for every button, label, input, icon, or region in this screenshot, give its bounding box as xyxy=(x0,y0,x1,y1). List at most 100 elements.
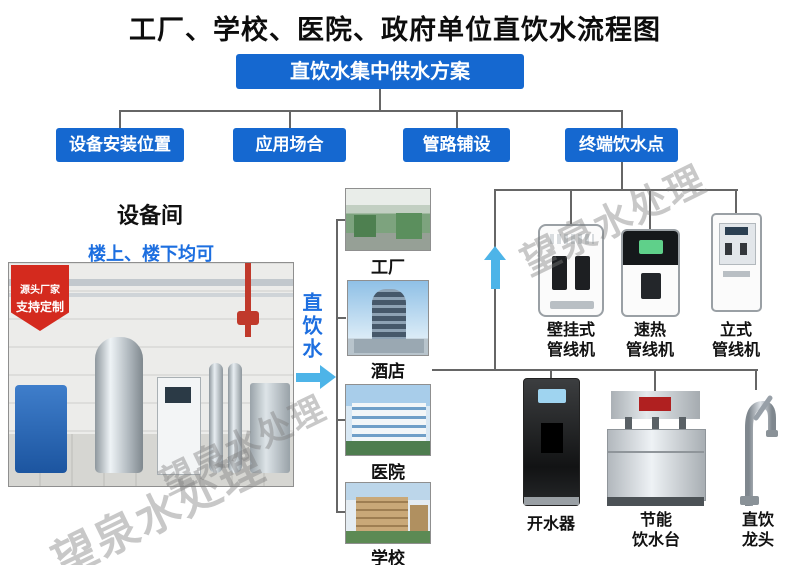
connector-line xyxy=(735,191,737,213)
tray-detail xyxy=(723,271,750,277)
application-label-factory: 工厂 xyxy=(371,258,405,278)
pump-unit-detail xyxy=(15,385,67,473)
tap-detail xyxy=(740,243,747,255)
tray-detail xyxy=(550,301,594,309)
tank-detail xyxy=(250,383,290,473)
base-detail xyxy=(524,497,579,505)
vent-detail xyxy=(550,234,594,244)
tap-detail xyxy=(552,256,567,290)
pipe-detail xyxy=(9,279,293,286)
branch-application: 应用场合 xyxy=(233,128,346,162)
label-line: 速热 xyxy=(633,320,666,339)
label-line: 管线机 xyxy=(625,340,674,359)
terminal-label-faucet: 直饮 龙头 xyxy=(734,510,782,550)
terminal-label-quick-heat: 速热 管线机 xyxy=(618,320,682,360)
branch-terminal-points: 终端饮水点 xyxy=(565,128,678,162)
application-label-school: 学校 xyxy=(371,549,405,565)
connector-line xyxy=(379,89,381,111)
wall-mounted-dispenser-photo xyxy=(538,224,604,317)
connector-line xyxy=(338,219,346,221)
connector-line xyxy=(755,371,757,390)
tap-detail xyxy=(541,423,563,453)
school-photo xyxy=(345,482,431,544)
screen-detail xyxy=(538,389,566,403)
tap-detail xyxy=(575,256,590,290)
water-boiler-photo xyxy=(523,378,580,506)
connector-line xyxy=(119,110,623,112)
flow-arrow-right-icon xyxy=(320,365,336,389)
connector-line xyxy=(338,419,346,421)
terminal-label-wall-unit: 壁挂式 管线机 xyxy=(537,320,605,360)
factory-photo xyxy=(345,188,431,251)
terminal-label-fountain: 节能 饮水台 xyxy=(622,510,690,550)
equipment-room-heading: 设备间 xyxy=(116,204,183,229)
tap-detail xyxy=(625,417,632,429)
equipment-room-note: 楼上、楼下均可 xyxy=(88,244,214,265)
connector-line xyxy=(550,371,552,378)
faucet-icon xyxy=(740,395,778,510)
connector-line xyxy=(338,511,346,513)
flow-arrow-up-icon xyxy=(484,246,506,260)
ro-membrane-detail xyxy=(228,363,242,473)
pipe-detail xyxy=(9,293,293,297)
connector-line xyxy=(119,112,121,128)
equipment-room-photo: 源头厂家 支持定制 xyxy=(8,262,294,487)
page-title: 工厂、学校、医院、政府单位直饮水流程图 xyxy=(129,15,661,46)
ro-membrane-detail xyxy=(209,363,223,473)
building-detail xyxy=(352,403,426,443)
led-display-detail xyxy=(639,397,671,411)
cabinet-screen-detail xyxy=(165,387,191,403)
branch-piping: 管路铺设 xyxy=(403,128,510,162)
manufacturer-badge: 源头厂家 支持定制 xyxy=(11,265,69,331)
label-line: 管线机 xyxy=(711,340,760,359)
base-detail xyxy=(607,497,704,506)
connector-line xyxy=(289,112,291,128)
connector-line xyxy=(432,369,758,371)
screen-detail xyxy=(725,227,748,235)
connector-line xyxy=(621,162,623,190)
direct-drink-faucet-photo xyxy=(736,390,778,510)
building-detail xyxy=(372,289,406,345)
drinking-fountain-photo xyxy=(607,391,706,506)
flow-label: 直饮水 xyxy=(299,292,323,361)
connector-line xyxy=(456,112,458,128)
hotel-photo xyxy=(347,280,429,356)
application-label-hotel: 酒店 xyxy=(371,362,405,382)
label-line: 节能 xyxy=(639,510,672,529)
terminal-label-boiler: 开水器 xyxy=(526,514,575,533)
flow-arrow-up-icon xyxy=(491,259,500,289)
flow-arrow-right-icon xyxy=(296,373,322,382)
tap-detail xyxy=(652,417,659,429)
hospital-photo xyxy=(345,384,431,456)
connector-line xyxy=(570,191,572,224)
tap-detail xyxy=(679,417,686,429)
badge-text: 源头厂家 xyxy=(20,285,60,296)
tap-detail xyxy=(725,243,732,255)
stainless-tank-detail xyxy=(95,337,143,473)
label-line: 饮水台 xyxy=(631,530,680,549)
greenery-detail xyxy=(346,531,430,543)
building-detail xyxy=(410,505,428,533)
body-detail xyxy=(607,429,706,501)
valve-detail xyxy=(237,311,259,325)
tap-detail xyxy=(641,273,661,299)
greenery-detail xyxy=(346,441,430,455)
upright-dispenser-photo xyxy=(711,213,762,312)
scheme-box: 直饮水集中供水方案 xyxy=(236,54,524,89)
badge-text: 支持定制 xyxy=(15,300,64,314)
connector-line xyxy=(494,189,738,191)
label-line: 立式 xyxy=(719,320,752,339)
building-detail xyxy=(356,497,408,533)
connector-line xyxy=(654,371,656,391)
label-line: 壁挂式 xyxy=(546,320,595,339)
connector-line xyxy=(621,112,623,128)
fire-pipe-detail xyxy=(245,263,251,337)
seam-detail xyxy=(607,451,704,453)
application-label-hospital: 医院 xyxy=(371,463,405,483)
building-detail xyxy=(354,339,424,353)
connector-line xyxy=(336,219,338,513)
branch-install-location: 设备安装位置 xyxy=(56,128,184,162)
machine-detail xyxy=(396,213,422,239)
label-line: 管线机 xyxy=(546,340,595,359)
